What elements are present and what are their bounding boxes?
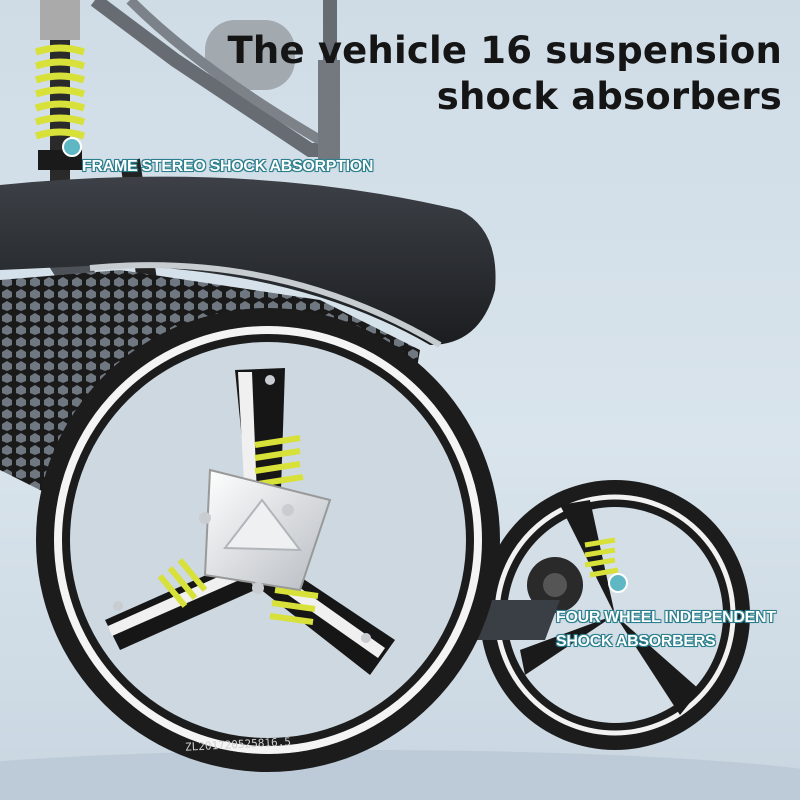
wheel-callout-dot <box>608 573 628 593</box>
frame-shock-callout: FRAME STEREO SHOCK ABSORPTION <box>82 158 374 175</box>
wheel-callout-line-1: FOUR WHEEL INDEPENDENT <box>556 609 776 626</box>
wheel-shock-callout: FOUR WHEEL INDEPENDENT SHOCK ABSORBERS <box>556 606 776 654</box>
headline-line-1: The vehicle 16 suspension <box>227 29 782 72</box>
wheel-springs <box>157 435 319 625</box>
hub-cap <box>223 498 303 552</box>
headline: The vehicle 16 suspension shock absorber… <box>227 28 782 120</box>
headline-line-2: shock absorbers <box>436 75 782 118</box>
seat-base <box>0 176 496 345</box>
rear-wheel <box>470 480 750 750</box>
top-frame <box>90 0 340 160</box>
floor-shadow <box>0 750 800 800</box>
wheel-callout-line-2: SHOCK ABSORBERS <box>556 633 716 650</box>
frame-callout-dot <box>62 137 82 157</box>
front-wheel <box>36 308 500 772</box>
seat-base-trim <box>89 262 442 348</box>
